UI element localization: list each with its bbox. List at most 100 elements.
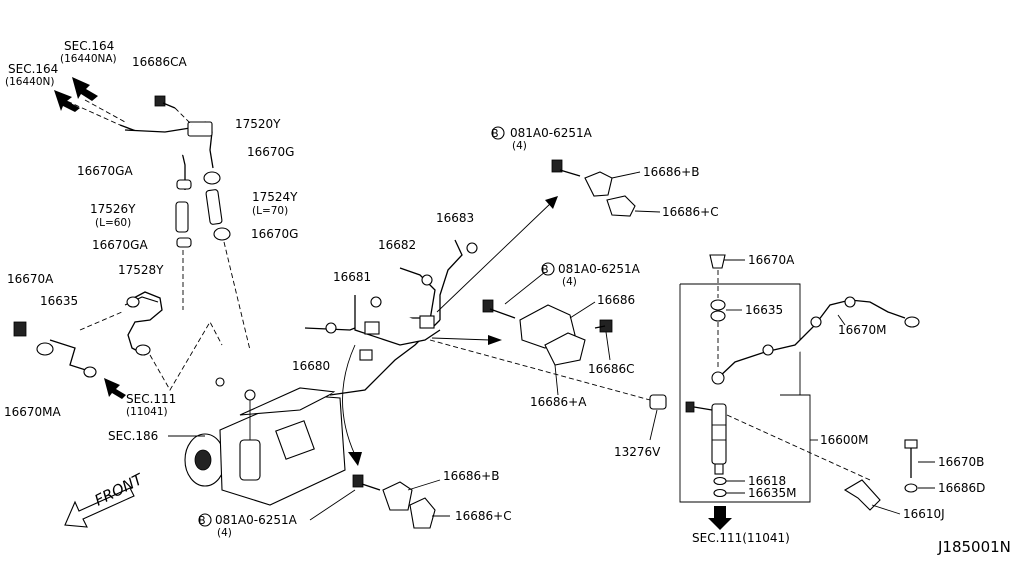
bolt-16686C-shank	[594, 325, 606, 329]
leader-bolt-mid	[504, 271, 546, 305]
bolt-lower-head	[352, 474, 364, 488]
mid-clamp-group	[429, 271, 651, 401]
part-13276V	[649, 394, 667, 441]
clamp-16686C-top	[606, 195, 636, 217]
label-bolt-mid-sub: (4)	[562, 276, 577, 288]
leader-13276V	[649, 409, 658, 441]
label-16686B-top: 16686+B	[643, 165, 699, 179]
label-bolt-bottom-sub: (4)	[217, 527, 232, 539]
leader-16686C-top	[634, 210, 661, 213]
label-13276V: 13276V	[614, 445, 661, 459]
nozzle-tip	[714, 463, 724, 475]
pipe-17520Y-bracket	[187, 121, 213, 137]
clamp-16686B-top	[584, 171, 613, 197]
bolt-16686CA-leader	[174, 107, 193, 126]
label-sec164-a-sub: (16440NA)	[60, 53, 117, 65]
box-upper	[680, 283, 801, 396]
tube-16683-nut	[466, 242, 478, 254]
tube-16682-nut	[421, 274, 433, 286]
label-16686A: 16686+A	[530, 395, 587, 409]
diagram-code: J185001N	[937, 538, 1011, 556]
box-lower	[679, 284, 811, 503]
label-16686: 16686	[597, 293, 635, 307]
label-16686CA: 16686CA	[132, 55, 188, 69]
washer-16635-left	[36, 342, 54, 356]
curved-arrow-head	[348, 452, 362, 466]
leader-16610J	[871, 504, 901, 515]
tube-clip-a	[364, 321, 380, 335]
arrow-to-upper-clamp-head	[545, 196, 558, 209]
label-17520Y: 17520Y	[235, 117, 281, 131]
bolt-lower-shank	[361, 483, 381, 491]
front-arrow	[64, 487, 135, 528]
label-sec111-left: SEC.111	[126, 392, 176, 406]
clamp-16670GA-bottom	[176, 237, 192, 248]
bolt-upper-head	[551, 159, 563, 173]
clamp-16686A	[544, 332, 586, 366]
leader-16686C	[605, 331, 611, 361]
label-16635M: 16635M	[748, 486, 797, 500]
ring-16618	[713, 476, 727, 486]
label-16686D: 16686D	[938, 481, 985, 495]
tube-16683	[439, 239, 463, 320]
hose-17524Y	[205, 189, 223, 225]
holder-16610J	[843, 479, 881, 511]
pump-return-fitting	[215, 377, 225, 387]
tube-16680-nut	[325, 322, 337, 334]
washer-16635-right	[710, 299, 726, 311]
washer-16635M	[713, 488, 727, 498]
label-16681: 16681	[333, 270, 371, 284]
bolt-16670A-left	[13, 321, 27, 337]
label-16670M: 16670M	[838, 323, 887, 337]
label-16686B-bottom: 16686+B	[443, 469, 499, 483]
label-16610J: 16610J	[903, 507, 945, 521]
label-16686C: 16686C	[588, 362, 635, 376]
label-16635-left: 16635	[40, 294, 78, 308]
dash-to-holder	[726, 414, 871, 481]
label-16670A-left: 16670A	[7, 272, 54, 286]
bolt-mid-head	[482, 299, 494, 313]
sec164-arrow-a	[72, 77, 98, 101]
pump-solenoid-cap	[244, 389, 256, 401]
dash-to-13276V	[429, 339, 651, 401]
bolt-16670A-right	[709, 254, 726, 269]
pump-shaft	[194, 449, 212, 471]
tube-clip-b	[419, 315, 435, 329]
nozzle-side-fitting	[685, 401, 695, 413]
label-bolt-mid: 081A0-6251A	[558, 262, 641, 276]
leader-16686	[569, 301, 596, 319]
arrow-to-upper-clamp	[436, 201, 553, 313]
label-16670GA-top: 16670GA	[77, 164, 133, 178]
label-16683: 16683	[436, 211, 474, 225]
drop-line-b	[223, 241, 251, 351]
hose-17528Y	[127, 291, 163, 356]
nozzle-holder-group	[726, 414, 935, 515]
nozzle-assembly	[679, 254, 920, 530]
washer-16635-right-b	[710, 310, 726, 322]
plug-13276V	[649, 394, 667, 410]
pump-side-block	[275, 420, 315, 460]
pipe-16670M-joint-a	[762, 344, 774, 356]
sec164-arrow-b	[54, 90, 80, 112]
bolt-mid-shank	[489, 308, 516, 319]
bolt-symbol-mid	[541, 262, 555, 276]
bolt-symbol-top	[491, 126, 505, 140]
nozzle-side-pipe	[693, 406, 713, 411]
hose-17528Y-clamp-bottom	[135, 344, 151, 356]
label-16600M: 16600M	[820, 433, 869, 447]
label-front: FRONT	[92, 469, 147, 509]
label-16680: 16680	[292, 359, 330, 373]
leader-bolt-lower	[309, 489, 356, 521]
clamp-16670G-bottom	[213, 227, 231, 241]
injection-tubes	[304, 196, 558, 466]
bolt-symbol-top-letter: B	[491, 128, 498, 140]
nozzle-body-16600M	[711, 403, 727, 465]
pipe-16670M-joint-c	[844, 296, 856, 308]
label-16670GA-bottom: 16670GA	[92, 238, 148, 252]
washer-16686D	[904, 483, 918, 493]
label-sec186: SEC.186	[108, 429, 158, 443]
arrow-to-16686-head	[488, 335, 502, 345]
pipe-16670M	[717, 299, 906, 379]
bolt-symbol-bottom	[198, 513, 212, 527]
